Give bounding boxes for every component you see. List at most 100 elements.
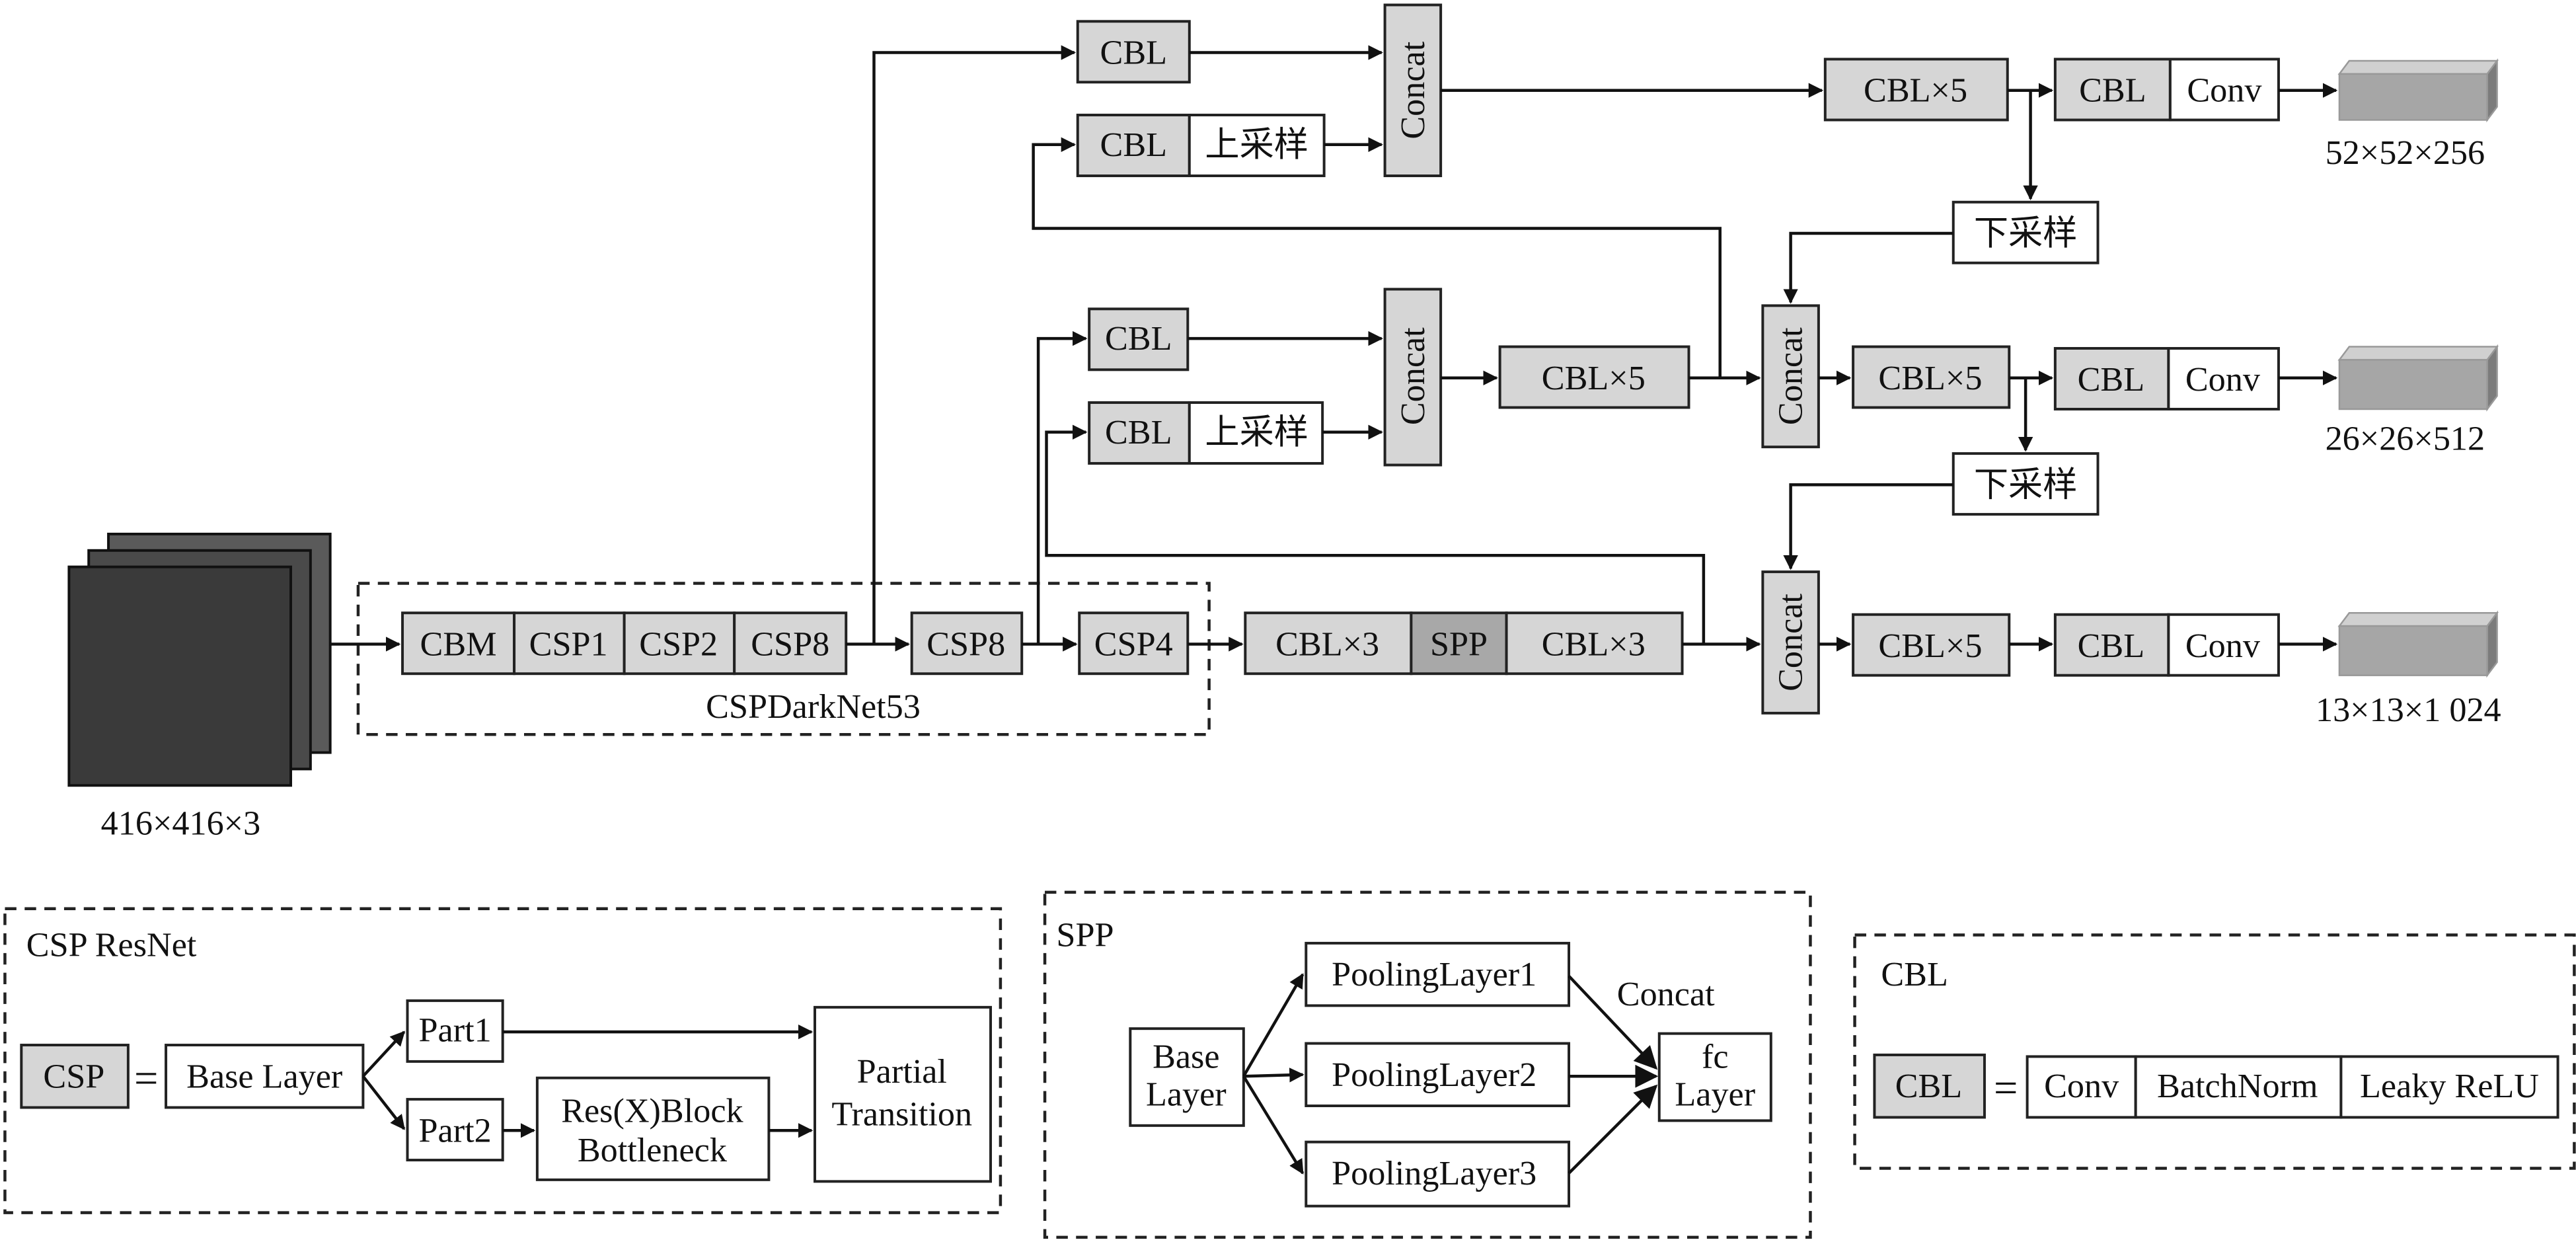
svg-text:Part2: Part2 — [419, 1111, 492, 1149]
svg-text:CBL: CBL — [1105, 413, 1172, 451]
cblx3-label-b: CBL×3 — [1542, 625, 1646, 663]
backbone-name: CSPDarkNet53 — [706, 687, 921, 726]
legend-csp-resnet: CSP ResNet CSP = Base Layer Part1 Part2 … — [3, 907, 1003, 1214]
input-cube — [67, 532, 332, 787]
svg-text:CBL×5: CBL×5 — [1878, 359, 1982, 397]
output-size-2: 26×26×512 — [2326, 420, 2485, 458]
svg-text:CBL: CBL — [1100, 34, 1168, 72]
svg-text:下采样: 下采样 — [1974, 214, 2078, 252]
svg-text:Partial: Partial — [857, 1052, 947, 1091]
svg-text:CSP: CSP — [43, 1057, 104, 1095]
legend-part1 — [406, 999, 504, 1063]
upsample-2 — [1188, 401, 1324, 465]
backbone-region — [356, 582, 1211, 736]
legend-base-layer — [165, 1044, 365, 1109]
output-size-3: 13×13×1 024 — [2316, 691, 2501, 729]
csp1-label: CSP1 — [529, 625, 608, 663]
legend-partial-transition — [814, 1005, 992, 1183]
downsample-1 — [1951, 200, 2100, 264]
csp1-block — [513, 611, 626, 676]
csp4-label: CSP4 — [1094, 625, 1173, 663]
svg-text:CBL: CBL — [2078, 360, 2145, 399]
cblx5-head1 — [1823, 58, 2009, 122]
svg-text:Bottleneck: Bottleneck — [578, 1131, 728, 1169]
legend-fc-layer — [1657, 1032, 1772, 1122]
svg-text:BatchNorm: BatchNorm — [2157, 1067, 2318, 1105]
svg-text:Concat: Concat — [1394, 41, 1432, 139]
cbm-block — [401, 611, 516, 676]
svg-text:Layer: Layer — [1146, 1075, 1227, 1114]
svg-text:CBL×5: CBL×5 — [1864, 71, 1967, 110]
csp8-block-a — [733, 611, 848, 676]
legend-cbl-title: CBL — [1881, 955, 1948, 993]
svg-text:Concat: Concat — [1772, 594, 1810, 691]
output-cube-3 — [2337, 610, 2499, 678]
neck-upper: CBL CBL 上采样 Concat CBL CBL 上采样 Concat CB… — [1076, 3, 1690, 467]
svg-text:上采样: 上采样 — [1205, 413, 1308, 451]
svg-text:下采样: 下采样 — [1974, 465, 2078, 504]
legend-batchnorm — [2134, 1055, 2343, 1119]
svg-text:Leaky ReLU: Leaky ReLU — [2360, 1067, 2539, 1105]
svg-text:Conv: Conv — [2187, 71, 2262, 110]
legend-pool3 — [1305, 1140, 1571, 1208]
output-size-1: 52×52×256 — [2326, 134, 2485, 172]
svg-text:=: = — [1994, 1064, 2018, 1112]
svg-text:Res(X)Block: Res(X)Block — [561, 1091, 743, 1130]
concat-right-bottom — [1761, 570, 1820, 715]
legend-csp-border — [3, 907, 1003, 1214]
legend-spp-border — [1043, 890, 1812, 1239]
csp8-block-b — [910, 611, 1024, 676]
legend-spp-concat: Concat — [1617, 975, 1715, 1013]
legend-spp-base — [1129, 1027, 1245, 1127]
legend-leaky-relu — [2339, 1055, 2559, 1119]
input-size-label: 416×416×3 — [101, 804, 261, 842]
output-cube-1 — [2337, 58, 2499, 123]
spp-chain: CBL×3 SPP CBL×3 — [1244, 611, 1684, 676]
cbl-head2 — [2053, 347, 2170, 410]
svg-text:Concat: Concat — [1394, 327, 1432, 425]
cblx5-head2 — [1852, 345, 2011, 409]
legend-pool1 — [1305, 941, 1571, 1007]
svg-text:PoolingLayer1: PoolingLayer1 — [1332, 955, 1536, 993]
concat-right-mid — [1761, 304, 1820, 449]
legend-csp-title: CSP ResNet — [26, 925, 197, 964]
legend-part2 — [406, 1098, 504, 1162]
output-cubes: 52×52×256 26×26×512 13×13×1 024 — [2316, 58, 2501, 729]
svg-text:Conv: Conv — [2185, 627, 2261, 665]
svg-text:Concat: Concat — [1772, 327, 1810, 425]
svg-text:fc: fc — [1702, 1037, 1729, 1075]
csp8a-label: CSP8 — [751, 625, 829, 663]
svg-text:PoolingLayer2: PoolingLayer2 — [1332, 1056, 1536, 1094]
cbm-label: CBM — [420, 625, 497, 663]
legend-csp-block — [20, 1044, 130, 1109]
legend-pool2 — [1305, 1042, 1571, 1107]
neck-right: CBL×5 CBL Conv 下采样 Concat CBL×5 CBL Conv… — [1761, 58, 2280, 715]
svg-text:Layer: Layer — [1675, 1075, 1755, 1114]
legend-cbl-border — [1853, 933, 2576, 1170]
conv-head1 — [2168, 58, 2280, 122]
csp4-block — [1078, 611, 1190, 676]
svg-text:Conv: Conv — [2044, 1067, 2119, 1105]
cblx3-label-a: CBL×3 — [1275, 625, 1379, 663]
cblx3-block-a — [1244, 611, 1413, 676]
svg-text:CBL: CBL — [2078, 627, 2145, 665]
legend-cbl-block — [1873, 1053, 1986, 1119]
svg-text:Transition: Transition — [831, 1095, 972, 1133]
cbl-top — [1076, 20, 1191, 84]
conv-head2 — [2167, 347, 2280, 410]
cblx5-mid — [1498, 345, 1690, 409]
svg-text:PoolingLayer3: PoolingLayer3 — [1332, 1154, 1536, 1192]
svg-text:CBL×5: CBL×5 — [1878, 627, 1982, 665]
svg-text:Base Layer: Base Layer — [186, 1057, 342, 1095]
csp2-label: CSP2 — [639, 625, 718, 663]
connectors — [330, 45, 2338, 652]
legend-conv — [2026, 1055, 2137, 1119]
conv-head3 — [2167, 613, 2280, 677]
backbone-chain: CBM CSP1 CSP2 CSP8 CSP8 CSP4 — [401, 611, 1190, 676]
legend-resblock — [535, 1076, 771, 1181]
svg-text:Base: Base — [1153, 1037, 1219, 1075]
spp-block — [1410, 611, 1508, 676]
svg-text:CBL: CBL — [1100, 126, 1168, 164]
